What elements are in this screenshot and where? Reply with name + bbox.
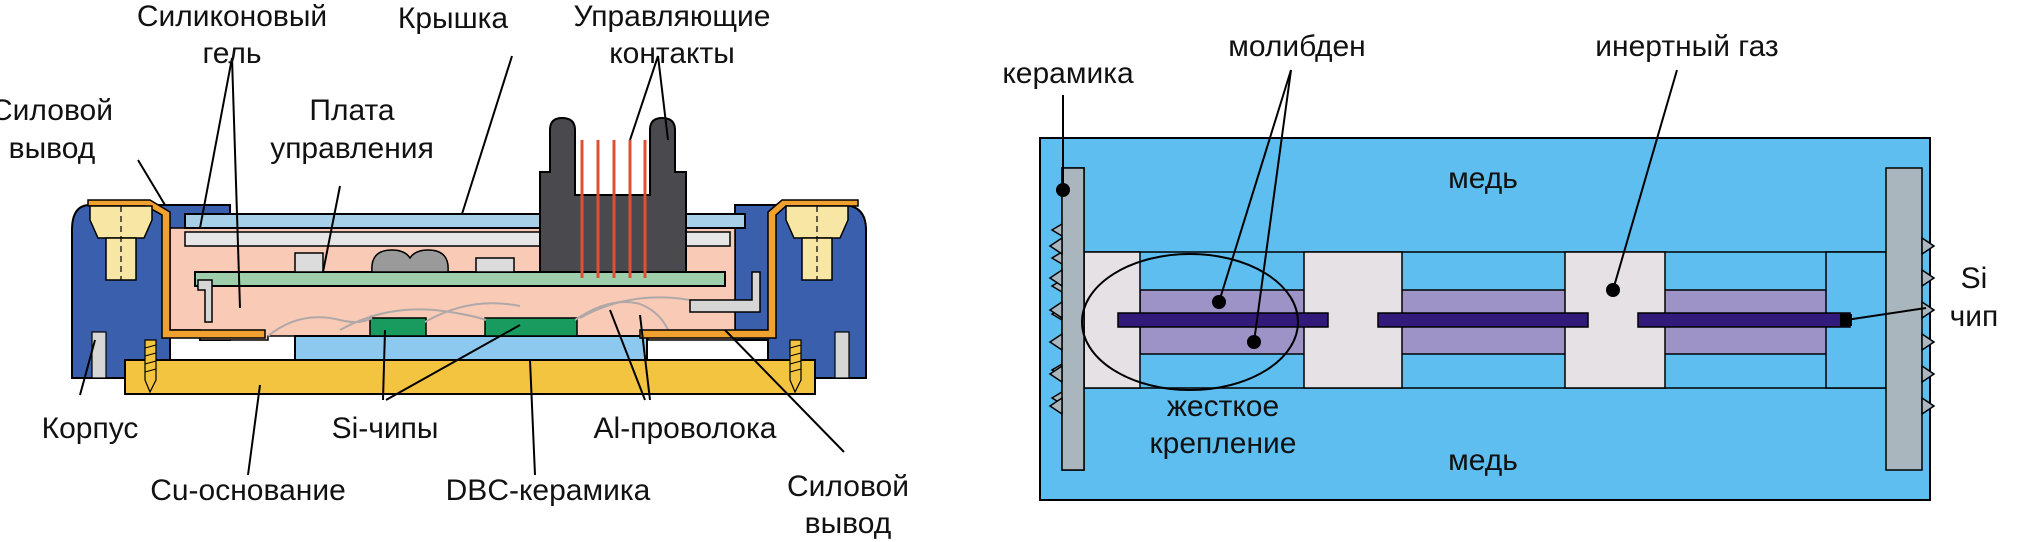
label-control-contacts-l1: Управляющие [574, 0, 771, 33]
label-chip: чип [1950, 300, 1999, 333]
mounting-screw-left [144, 339, 157, 394]
label-rigid: жесткое [1167, 390, 1279, 423]
press-pack-cross-section: керамика молибден инертный газ медь Si ч… [1002, 30, 1999, 501]
leader-lines [79, 55, 845, 476]
label-silicone-gel-l2: гель [202, 37, 261, 70]
bolt-right [785, 205, 849, 281]
ceramic-ring-right-body [1885, 167, 1923, 471]
module-cross-section: Силиконовый гель Крышка Управляющие конт… [0, 0, 909, 540]
label-mount: крепление [1150, 427, 1297, 460]
inner-bracket-right [689, 271, 761, 313]
label-copper-bottom: медь [1448, 444, 1518, 477]
label-cu-base: Cu-основание [150, 474, 346, 507]
ceramic-teeth-left [1048, 236, 1063, 416]
bolt-left [89, 205, 153, 281]
label-molybdenum: молибден [1228, 30, 1366, 63]
label-copper-top: медь [1448, 162, 1518, 195]
label-housing: Корпус [42, 412, 139, 445]
label-inert-gas: инертный газ [1595, 30, 1778, 63]
si-chip [369, 317, 427, 337]
si-chip [484, 317, 578, 337]
al-bond-wires [267, 296, 691, 337]
si-chip-press [1377, 312, 1589, 328]
label-power-terminal-right-l1: Силовой [787, 470, 909, 503]
board-capacitor [371, 249, 449, 273]
label-control-board-l1: Плата [309, 94, 394, 127]
label-al-wire: Al-проволока [594, 412, 777, 445]
label-si-chips: Si-чипы [332, 412, 439, 445]
board-component [475, 257, 515, 273]
dbc-ceramic [294, 335, 648, 361]
si-chip-press [1637, 312, 1851, 328]
label-control-board-l2: управления [270, 132, 434, 165]
label-power-terminal-left-l1: Силовой [0, 94, 113, 127]
control-contact-pins [580, 140, 647, 278]
ceramic-ring-left-body [1061, 167, 1085, 471]
housing-slot [834, 331, 850, 379]
control-board [194, 271, 726, 287]
label-control-contacts-l2: контакты [609, 37, 735, 70]
board-component [294, 252, 324, 273]
inner-bracket [197, 279, 213, 323]
cu-base-plate [124, 359, 816, 395]
press-leader-lines [1062, 69, 1927, 343]
rigid-mount-ellipse [1081, 253, 1299, 391]
label-cover: Крышка [398, 2, 509, 35]
housing-slot [91, 331, 107, 379]
label-dbc-ceramic: DBC-керамика [446, 474, 651, 507]
label-ceramic: керамика [1002, 57, 1134, 90]
label-power-terminal-right-l2: вывод [805, 507, 892, 540]
label-power-terminal-left-l2: вывод [9, 132, 96, 165]
ceramic-teeth-right [1921, 236, 1936, 416]
mounting-screw-right [789, 339, 802, 394]
si-chip-press [1117, 312, 1329, 328]
label-silicone-gel-l1: Силиконовый [137, 0, 327, 33]
label-si: Si [1961, 262, 1988, 295]
